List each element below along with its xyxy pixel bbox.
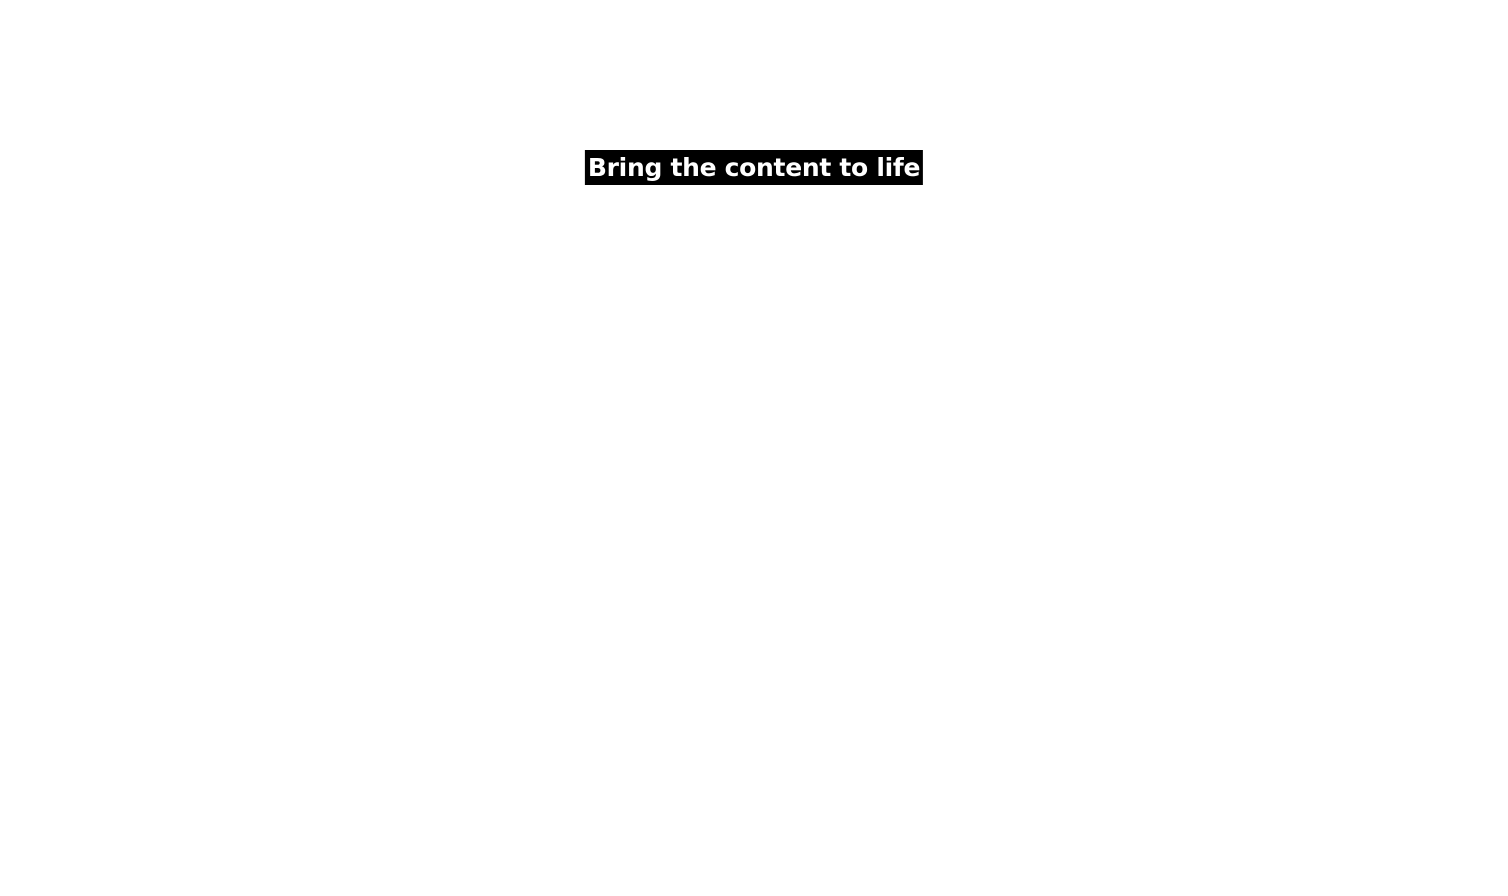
caption-highlight: Bring the content to life bbox=[584, 150, 924, 185]
caption-text: Bring the content to life bbox=[587, 153, 921, 182]
